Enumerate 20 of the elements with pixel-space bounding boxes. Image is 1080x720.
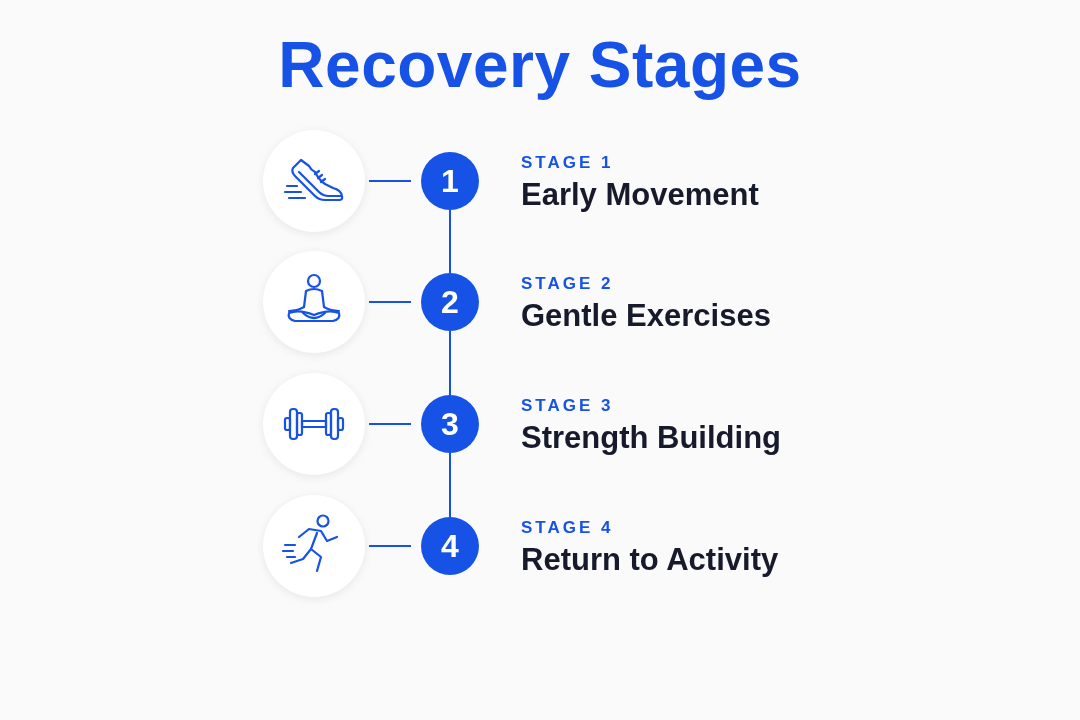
stage-title: Gentle Exercises	[521, 298, 771, 334]
title: Recovery Stages	[277, 28, 803, 102]
connector-line	[368, 180, 412, 182]
connector-line	[368, 301, 412, 303]
stage-label: STAGE 4	[521, 518, 614, 538]
number-circle: 4	[421, 517, 479, 575]
stage-title: Strength Building	[521, 420, 782, 456]
number-circle: 2	[421, 273, 479, 331]
connector-line	[449, 330, 451, 396]
connector-line	[368, 545, 412, 547]
number-circle: 3	[421, 395, 479, 453]
stage-title: Return to Activity	[521, 542, 779, 578]
number-circle: 1	[421, 152, 479, 210]
stage-label: STAGE 3	[521, 396, 614, 416]
stage-label: STAGE 1	[521, 153, 614, 173]
connector-line	[449, 452, 451, 518]
connector-line	[368, 423, 412, 425]
stage-label: STAGE 2	[521, 274, 614, 294]
stage-title: Early Movement	[521, 177, 759, 213]
connector-line	[449, 209, 451, 274]
